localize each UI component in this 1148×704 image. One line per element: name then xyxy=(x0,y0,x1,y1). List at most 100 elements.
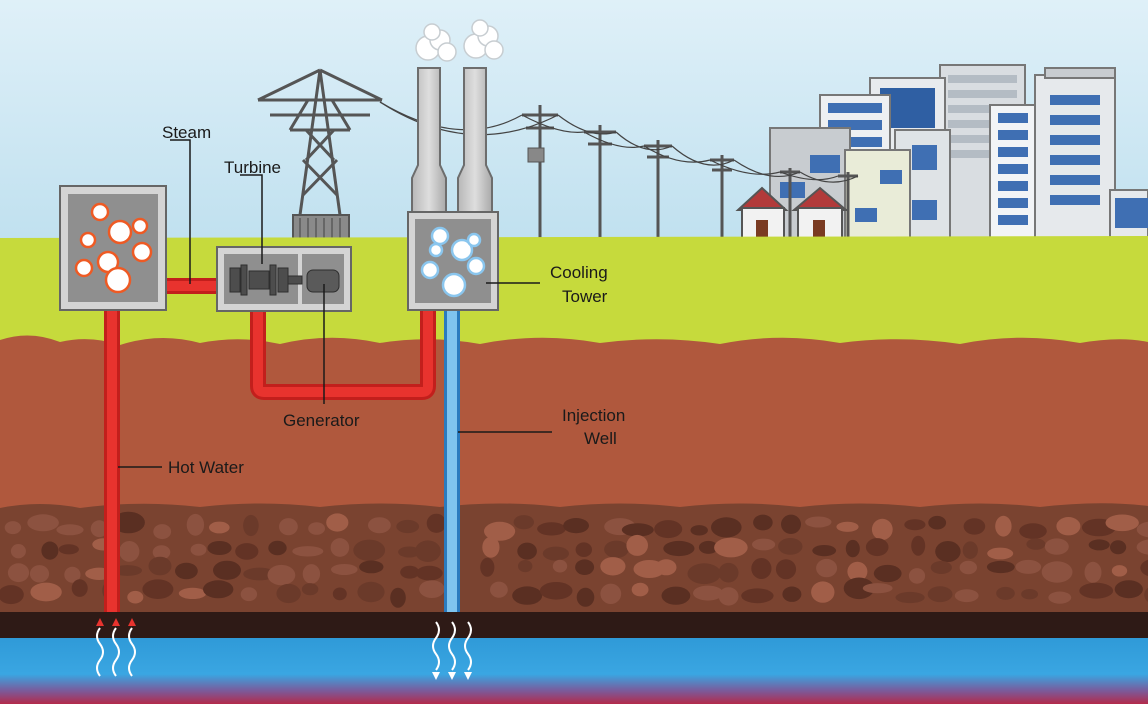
pebble xyxy=(995,515,1012,537)
pebble xyxy=(626,534,648,556)
pebble xyxy=(575,559,595,575)
pebble xyxy=(871,518,893,541)
generator xyxy=(306,269,340,293)
pebble xyxy=(862,583,893,594)
soil-layer xyxy=(0,335,1148,520)
pebble xyxy=(71,579,88,597)
pebble xyxy=(1026,538,1046,550)
pebble xyxy=(426,513,447,533)
pebble xyxy=(30,582,62,602)
pebble xyxy=(112,511,145,534)
pebble xyxy=(575,542,592,557)
pebble xyxy=(484,521,516,541)
pebble xyxy=(714,537,748,558)
pebble xyxy=(1019,523,1047,539)
label-cooling-tower-line2: Tower xyxy=(562,287,608,306)
label-hot-water: Hot Water xyxy=(168,458,244,477)
pebble xyxy=(1136,521,1148,538)
pebble xyxy=(153,524,172,540)
pebble xyxy=(209,521,230,534)
pebble xyxy=(741,588,774,604)
pebble xyxy=(235,543,259,560)
pebble xyxy=(480,557,495,577)
pebble xyxy=(368,517,391,534)
pebble xyxy=(690,525,708,536)
pebble xyxy=(127,590,144,604)
pebble xyxy=(775,559,797,580)
pebble xyxy=(29,565,50,583)
pebble xyxy=(175,562,198,580)
pebble xyxy=(0,585,24,605)
pebble xyxy=(142,579,174,599)
pebble xyxy=(1144,587,1148,602)
pebble xyxy=(661,586,691,605)
pebble xyxy=(847,561,868,582)
pebble xyxy=(911,535,926,556)
pebble xyxy=(1048,591,1072,604)
pebble xyxy=(959,560,977,575)
pebble xyxy=(1041,561,1073,583)
pebble xyxy=(190,543,207,556)
pebble xyxy=(781,514,801,534)
pebble xyxy=(954,589,979,603)
label-generator: Generator xyxy=(283,411,360,430)
pebble xyxy=(302,564,321,584)
pebble xyxy=(353,539,386,561)
pebble xyxy=(1140,559,1148,577)
pebble xyxy=(90,520,108,538)
pebble xyxy=(654,520,683,539)
pebble xyxy=(778,538,803,555)
pole-transformer xyxy=(527,147,545,163)
pebble xyxy=(112,565,142,576)
pebble xyxy=(576,587,595,607)
pebble xyxy=(986,560,1015,574)
pebble xyxy=(243,514,259,537)
pebble xyxy=(203,580,234,599)
pebble xyxy=(400,565,420,579)
pebble xyxy=(279,518,298,536)
pebble xyxy=(904,519,926,531)
pebble xyxy=(326,513,349,532)
pebble xyxy=(490,581,508,598)
pebble xyxy=(148,556,172,576)
pebble xyxy=(600,557,626,576)
pebble xyxy=(895,591,925,604)
pebble xyxy=(963,518,986,535)
pebble xyxy=(186,513,205,536)
pebble xyxy=(10,544,26,559)
city-skyline xyxy=(735,64,1148,241)
pebble xyxy=(330,538,350,557)
pebble xyxy=(563,518,589,534)
pebble xyxy=(908,568,926,584)
pebble xyxy=(1136,539,1148,555)
pebble xyxy=(396,519,420,534)
pebble xyxy=(1056,517,1081,536)
pebble xyxy=(301,583,319,596)
pebble xyxy=(512,586,543,605)
steam-plume xyxy=(415,19,504,62)
pebble xyxy=(1105,514,1139,532)
pebble xyxy=(207,541,232,555)
pebble xyxy=(621,523,654,537)
pebble xyxy=(1110,540,1127,555)
pebble xyxy=(7,563,30,583)
pebble xyxy=(631,582,649,597)
pebble xyxy=(276,583,301,604)
turbine xyxy=(229,264,303,296)
pebble xyxy=(518,560,533,573)
steam-separator xyxy=(59,185,167,311)
rock-pebbles xyxy=(0,511,1148,608)
pebble xyxy=(64,566,81,583)
pebble xyxy=(482,536,500,558)
label-cooling-tower-line1: Cooling xyxy=(550,263,608,282)
pebble xyxy=(928,515,947,530)
pebble xyxy=(718,587,739,606)
pebble xyxy=(811,581,835,603)
pebble xyxy=(805,516,832,528)
pebble xyxy=(542,546,570,561)
label-steam: Steam xyxy=(162,123,211,142)
pebble xyxy=(357,581,385,603)
pebble xyxy=(27,514,59,532)
pebble xyxy=(751,558,772,579)
pebble xyxy=(604,540,629,558)
